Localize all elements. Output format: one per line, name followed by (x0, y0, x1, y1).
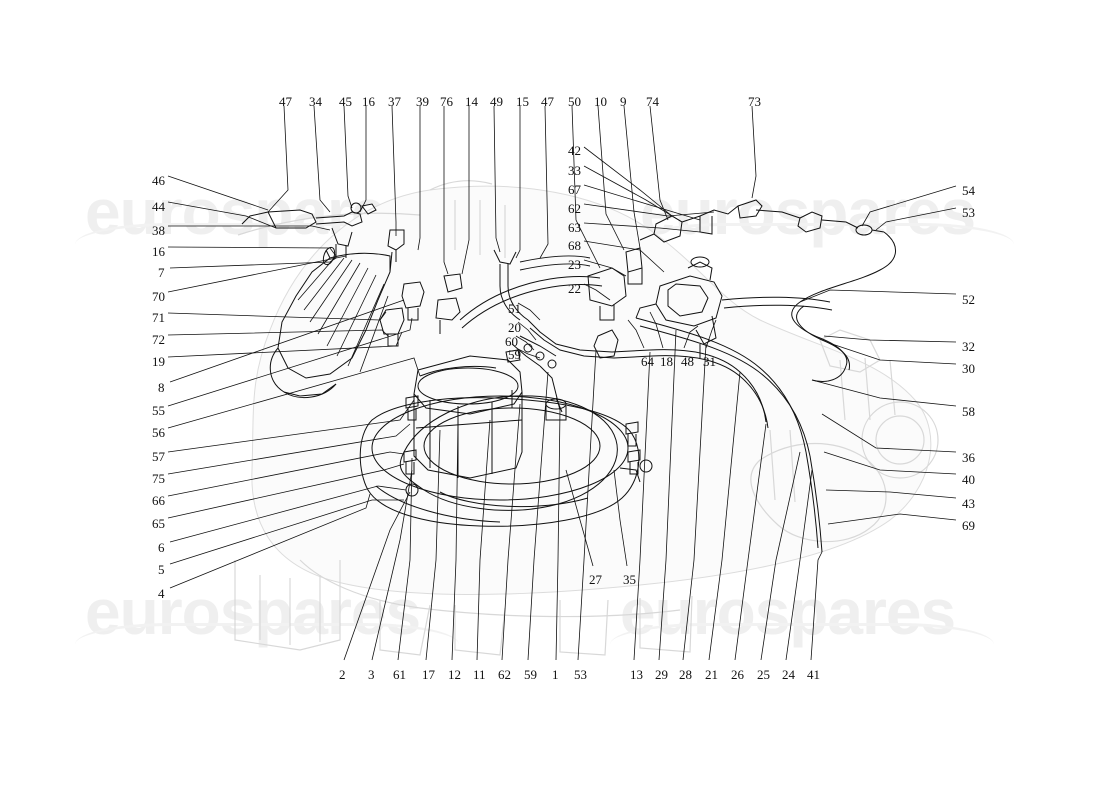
callout-number: 47 (541, 94, 554, 109)
callout-number: 30 (962, 361, 975, 376)
callout-number: 32 (962, 339, 975, 354)
callout-number: 69 (962, 518, 975, 533)
fasteners-lower-left (403, 343, 653, 497)
callout-number: 11 (473, 667, 486, 682)
callout-number: 25 (757, 667, 770, 682)
callout-number: 48 (681, 354, 694, 369)
callout-number: 44 (152, 199, 165, 214)
callout-number: 12 (448, 667, 461, 682)
callout-number: 73 (748, 94, 761, 109)
callout-number: 31 (703, 354, 716, 369)
filter-housing (359, 390, 641, 527)
callout-number: 29 (655, 667, 668, 682)
callout-number: 59 (524, 667, 537, 682)
callout-number: 76 (440, 94, 453, 109)
callout-number: 15 (516, 94, 529, 109)
callout-number: 7 (158, 265, 165, 280)
callout-number: 2 (339, 667, 346, 682)
callout-number: 16 (362, 94, 375, 109)
callout-number: 9 (620, 94, 627, 109)
callout-number: 59 (508, 347, 521, 362)
callout-number: 1 (552, 667, 559, 682)
hose-runs-right (635, 231, 896, 553)
callout-number: 62 (498, 667, 511, 682)
ghost-engine-background (234, 180, 939, 656)
hose-runs-center (459, 249, 769, 429)
callout-number: 38 (152, 223, 165, 238)
callout-number: 51 (508, 301, 521, 316)
callout-number: 75 (152, 471, 165, 486)
callout-number: 61 (393, 667, 406, 682)
callout-number: 47 (279, 94, 292, 109)
callout-number: 39 (416, 94, 429, 109)
watermark-swoosh (75, 623, 459, 666)
callout-number: 45 (339, 94, 352, 109)
callout-number: 6 (158, 540, 165, 555)
callout-number: 8 (158, 380, 165, 395)
callout-number: 40 (962, 472, 975, 487)
callout-number: 19 (152, 354, 165, 369)
callout-number: 3 (368, 667, 375, 682)
callout-number: 33 (568, 163, 581, 178)
callout-number: 14 (465, 94, 478, 109)
callout-number: 62 (568, 201, 581, 216)
watermark-swoosh (610, 623, 994, 666)
callout-number: 41 (807, 667, 820, 682)
callout-number: 17 (422, 667, 435, 682)
callout-number: 74 (646, 94, 659, 109)
callout-number: 55 (152, 403, 165, 418)
callout-number: 27 (589, 572, 602, 587)
callout-number: 26 (731, 667, 744, 682)
callout-number: 56 (152, 425, 165, 440)
callout-number: 46 (152, 173, 165, 188)
callout-number: 28 (679, 667, 692, 682)
callout-number: 10 (594, 94, 607, 109)
watermark-swoosh (630, 223, 1014, 266)
callout-number: 70 (152, 289, 165, 304)
callout-number: 50 (568, 94, 581, 109)
callout-number: 63 (568, 220, 581, 235)
leader-lines (167, 105, 957, 661)
callout-number: 66 (152, 493, 165, 508)
callout-number: 58 (962, 404, 975, 419)
callout-number: 68 (568, 238, 581, 253)
callout-number: 34 (309, 94, 322, 109)
callout-number: 21 (705, 667, 718, 682)
callout-number: 54 (962, 183, 975, 198)
callout-number: 42 (568, 143, 581, 158)
callout-number: 49 (490, 94, 503, 109)
air-rail-right (639, 199, 885, 243)
callout-number: 35 (623, 572, 636, 587)
callout-number: 53 (574, 667, 587, 682)
callout-number: 5 (158, 562, 165, 577)
callout-number: 53 (962, 205, 975, 220)
callout-number: 16 (152, 244, 165, 259)
callout-number: 71 (152, 310, 165, 325)
callout-number: 67 (568, 182, 581, 197)
callout-number: 37 (388, 94, 401, 109)
callout-number: 65 (152, 516, 165, 531)
callout-number: 23 (568, 257, 581, 272)
air-intake-hose (269, 246, 393, 399)
air-pump-assembly (413, 355, 523, 479)
callout-number: 60 (505, 334, 518, 349)
callout-number: 43 (962, 496, 975, 511)
callout-number: 24 (782, 667, 795, 682)
callout-number: 18 (660, 354, 673, 369)
callout-number: 52 (962, 292, 975, 307)
callout-number: 20 (508, 320, 521, 335)
callout-number: 72 (152, 332, 165, 347)
callout-number: 64 (641, 354, 654, 369)
callout-number: 22 (568, 281, 581, 296)
callout-number: 13 (630, 667, 643, 682)
callout-number: 4 (158, 586, 165, 601)
callout-number: 36 (962, 450, 975, 465)
callout-number: 57 (152, 449, 165, 464)
